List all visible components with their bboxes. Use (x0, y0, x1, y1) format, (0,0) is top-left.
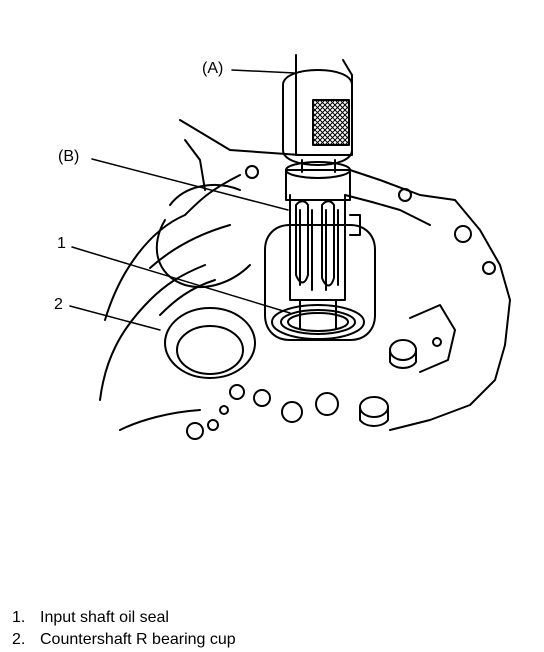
legend-text: Countershaft R bearing cup (40, 631, 236, 648)
countershaft-bearing-cup (164, 307, 256, 379)
callout-label-2: 2 (54, 296, 63, 313)
legend-item: 1. Input shaft oil seal (12, 607, 236, 629)
parts-legend: 1. Input shaft oil seal 2. Countershaft R … (12, 607, 236, 651)
input-shaft-oil-seal (271, 304, 365, 340)
bolt-holes (186, 165, 496, 440)
legend-number: 1. (12, 609, 26, 626)
callout-label-a: (A) (202, 60, 224, 77)
legend-item: 2. Countershaft R bearing cup (12, 629, 236, 651)
callout-label-1: 1 (57, 235, 66, 252)
legend-number: 2. (12, 631, 26, 648)
case-bolts (359, 304, 456, 427)
leader-lines (69, 69, 296, 331)
seal-installation-illustration (69, 54, 511, 440)
callout-label-b: (B) (58, 148, 80, 165)
transmission-case (99, 119, 511, 431)
tool-b-seal-installer (285, 161, 361, 329)
tool-a-driver-handle (282, 54, 353, 173)
legend-text: Input shaft oil seal (40, 609, 169, 626)
